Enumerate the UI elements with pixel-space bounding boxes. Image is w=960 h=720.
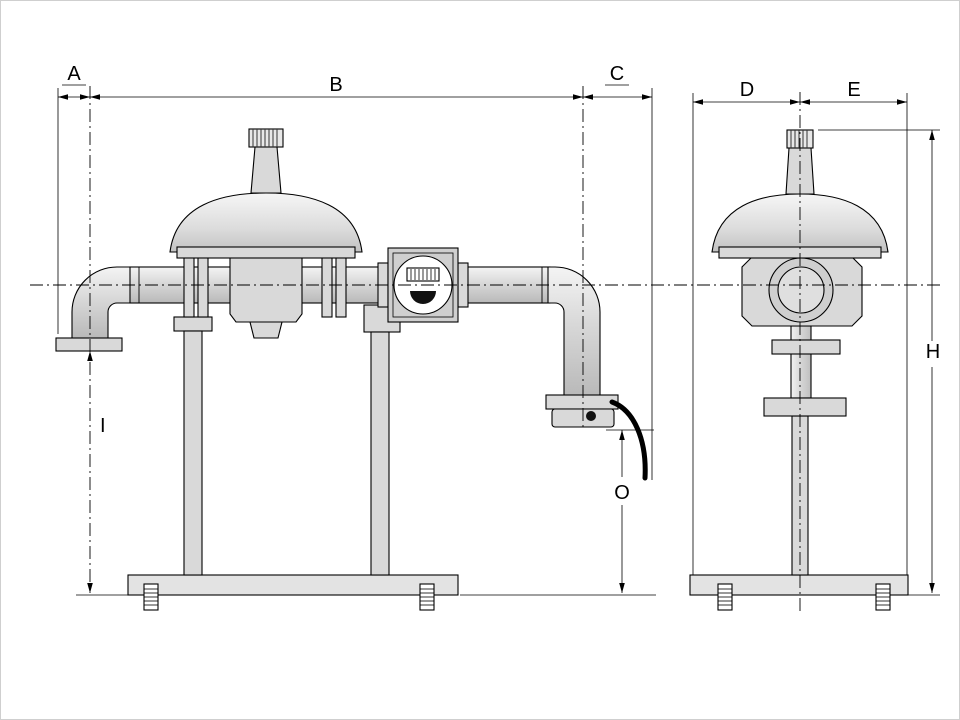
valve-stem-dot: [586, 411, 596, 421]
regulator-front: [169, 128, 363, 339]
dim-i: I: [87, 351, 106, 593]
inlet-flange: [55, 337, 123, 352]
dim-label-b: B: [329, 74, 342, 96]
outlet-elbow: [547, 266, 601, 396]
arrowheads-abc: [58, 94, 652, 100]
front-view: [55, 128, 648, 611]
dim-o: O: [614, 430, 630, 593]
regulator-body: [229, 249, 303, 323]
valve-handle: [609, 399, 648, 481]
stand-column: [370, 331, 390, 576]
spring-tower-neck: [250, 146, 282, 194]
inlet-elbow: [71, 266, 133, 339]
regulator-bottom-plug: [249, 321, 283, 339]
dimensions: A B C I O D E: [30, 63, 940, 612]
stand-clamp-plate: [173, 316, 213, 332]
dim-label-a: A: [67, 63, 81, 85]
dim-label-d: D: [740, 79, 754, 101]
side-view: [689, 129, 909, 611]
drop-pipe-side: [790, 325, 812, 399]
leveling-foot-front-right: [419, 583, 435, 611]
support-stand-right: [363, 304, 401, 576]
leveling-foot-front-left: [143, 583, 159, 611]
dim-label-o: O: [614, 482, 630, 504]
stand-column: [183, 330, 203, 576]
dim-h: H: [926, 130, 940, 593]
meter-crescent: [410, 291, 436, 304]
dim-label-h: H: [926, 341, 940, 363]
outlet-flange: [545, 394, 619, 410]
leveling-foot-side-right: [875, 583, 891, 611]
pipe-boss-inner: [777, 266, 825, 314]
dim-label-e: E: [847, 79, 860, 101]
leveling-foot-side-left: [717, 583, 733, 611]
adjustment-cap: [248, 128, 284, 148]
dim-label-c: C: [610, 63, 624, 85]
diaphragm-dome: [169, 192, 363, 253]
arrowheads-de: [693, 99, 907, 105]
outlet-flange-side: [763, 397, 847, 417]
support-stand-left: [173, 316, 213, 576]
meter-counter: [406, 267, 440, 282]
mid-flange-side: [771, 339, 841, 355]
base-plate-front: [127, 574, 459, 596]
dome-rim: [176, 246, 356, 259]
dim-label-i: I: [100, 415, 106, 437]
